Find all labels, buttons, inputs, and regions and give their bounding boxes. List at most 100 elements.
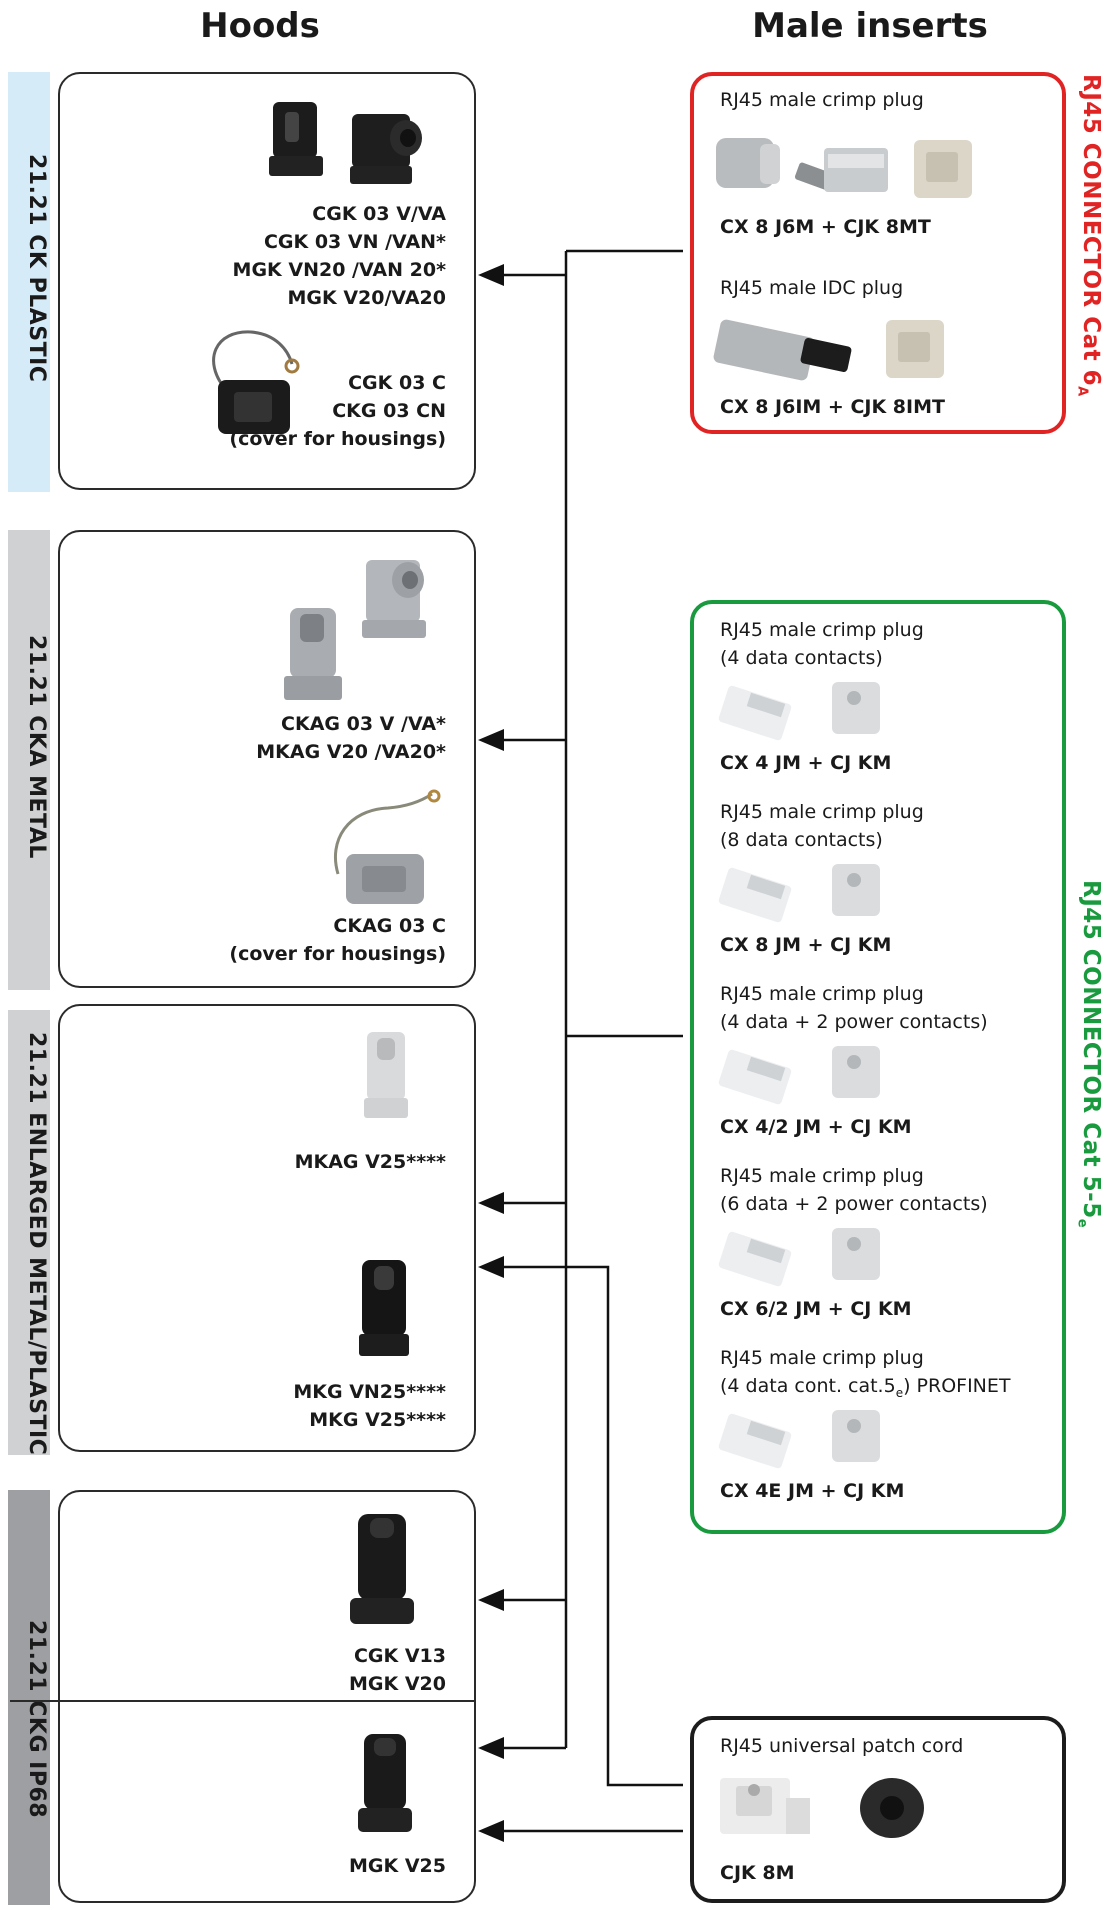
hood-box-enlarged: MKAG V25**** MKG VN25**** MKG V25**** [58, 1004, 476, 1452]
insert-box-cat6a: RJ45 male crimp plug CX 8 J6M + CJK 8MT … [690, 72, 1066, 434]
cat6a-title-sub: A [1074, 386, 1090, 397]
insert-desc: RJ45 male crimp plug (4 data + 2 power c… [720, 980, 988, 1036]
patch-cord-icon [720, 1778, 924, 1838]
hood-tall-light-icon [364, 1032, 408, 1118]
arrowhead [478, 729, 504, 751]
hood-ckg-bottom-codes: MGK V25 [349, 1852, 446, 1880]
hood-cover-metal-icon [333, 789, 441, 904]
hood-angled-metal-icon [362, 560, 426, 638]
insert-desc-part: (4 data cont. cat.5 [720, 1375, 896, 1397]
insert-code: CX 6/2 JM + CJ KM [720, 1298, 912, 1320]
hoods-column-title: Hoods [200, 6, 320, 46]
crimp-plug-white-icon [718, 682, 880, 741]
arrowhead [478, 1737, 504, 1759]
hood-code: CGK 03 C [348, 372, 446, 394]
hood-cka-codes: CKAG 03 V /VA* MKAG V20 /VA20* [256, 710, 446, 766]
crimp-plug-white-icon [718, 1046, 880, 1105]
hood-cover-black-icon [212, 330, 300, 434]
band-ck-plastic: 21.21 CK PLASTIC [8, 72, 50, 492]
insert-desc-line1: RJ45 male crimp plug [720, 983, 924, 1005]
hood-enlarged-top-code: MKAG V25**** [295, 1148, 446, 1176]
hood-box-cka-metal: CKAG 03 V /VA* MKAG V20 /VA20* CKAG 03 C… [58, 530, 476, 988]
insert-desc: RJ45 male crimp plug (8 data contacts) [720, 798, 924, 854]
insert-code: CX 8 J6M + CJK 8MT [720, 216, 931, 238]
hood-ip68-top-icon [350, 1514, 414, 1624]
hood-code: (cover for housings) [229, 943, 446, 965]
insert-desc-line1: RJ45 male crimp plug [720, 619, 924, 641]
hood-code: CKAG 03 V /VA* [281, 713, 446, 735]
arrowhead [478, 264, 504, 286]
hood-enlarged-bottom-codes: MKG VN25**** MKG V25**** [293, 1378, 446, 1434]
hood-tall-black-icon [359, 1260, 409, 1356]
cat5-vertical-title: RJ45 CONNECTOR Cat 5-5e [1074, 880, 1104, 1228]
hood-code: CGK 03 V/VA [312, 203, 446, 225]
insert-desc-line2: (4 data contacts) [720, 647, 883, 669]
hood-cka-cover-codes: CKAG 03 C (cover for housings) [229, 912, 446, 968]
cat6a-vertical-title: RJ45 CONNECTOR Cat 6A [1074, 74, 1104, 397]
insert-desc-line1: RJ45 male crimp plug [720, 801, 924, 823]
crimp-plug-white-icon [718, 1410, 880, 1469]
band-ckg-ip68: 21.21 CKG IP68 [8, 1490, 50, 1905]
insert-desc: RJ45 male crimp plug (4 data contacts) [720, 616, 924, 672]
crimp-plug-grey-icon [716, 138, 972, 198]
arrowhead [478, 1192, 504, 1214]
male-inserts-column-title: Male inserts [752, 6, 988, 46]
insert-desc: RJ45 universal patch cord [720, 1735, 964, 1757]
crimp-plug-white-icon [718, 864, 880, 923]
hood-straight-metal-icon [284, 608, 342, 700]
patch-route-1 [500, 1265, 683, 1787]
insert-desc-line2: (8 data contacts) [720, 829, 883, 851]
hood-code: MKG V25**** [309, 1409, 446, 1431]
insert-box-patch-cord: RJ45 universal patch cord CJK 8M [690, 1716, 1066, 1903]
insert-box-cat5: RJ45 male crimp plug (4 data contacts) C… [690, 600, 1066, 1534]
cat5-title-text: RJ45 CONNECTOR Cat 5-5 [1078, 880, 1104, 1219]
insert-code: CX 4E JM + CJ KM [720, 1480, 905, 1502]
hood-box-ckg-ip68: CGK V13 MGK V20 MGK V25 [10, 1490, 476, 1903]
insert-desc-line2: (6 data + 2 power contacts) [720, 1193, 988, 1215]
insert-code: CX 4/2 JM + CJ KM [720, 1116, 912, 1138]
insert-desc-part: ) PROFINET [903, 1375, 1011, 1397]
insert-desc: RJ45 male crimp plug (4 data cont. cat.5… [720, 1344, 1011, 1407]
hood-box-ck-plastic: CGK 03 V/VA CGK 03 VN /VAN* MGK VN20 /VA… [58, 72, 476, 490]
cat5-title-sub: e [1074, 1218, 1090, 1229]
hood-code: MKAG V25**** [294, 1151, 446, 1173]
hood-ck-codes: CGK 03 V/VA CGK 03 VN /VAN* MGK VN20 /VA… [233, 200, 446, 312]
cat6a-title-text: RJ45 CONNECTOR Cat 6 [1078, 74, 1104, 387]
insert-desc: RJ45 male crimp plug (6 data + 2 power c… [720, 1162, 988, 1218]
hood-code: CKG 03 CN [332, 400, 446, 422]
insert-desc: RJ45 male crimp plug [720, 89, 924, 111]
hood-code: MGK VN20 /VAN 20* [232, 259, 446, 281]
hood-code: MKG VN25**** [293, 1381, 446, 1403]
insert-desc-line1: RJ45 male crimp plug [720, 1165, 924, 1187]
hood-ip68-bottom-icon [358, 1734, 412, 1832]
ckg-divider [10, 1700, 476, 1702]
band-enlarged: 21.21 ENLARGED METAL/PLASTIC [8, 1010, 50, 1455]
crimp-plug-white-icon [718, 1228, 880, 1287]
insert-code: CJK 8M [720, 1862, 795, 1884]
hood-code: MKAG V20 /VA20* [256, 741, 446, 763]
hood-code: MGK V20/VA20 [287, 287, 447, 309]
insert-code: CX 4 JM + CJ KM [720, 752, 892, 774]
idc-plug-icon [713, 319, 944, 381]
insert-code: CX 8 JM + CJ KM [720, 934, 892, 956]
hood-code: CGK 03 VN /VAN* [263, 231, 446, 253]
insert-desc-line2: (4 data + 2 power contacts) [720, 1011, 988, 1033]
insert-desc-line1: RJ45 male crimp plug [720, 1347, 924, 1369]
hood-code: CKAG 03 C [333, 915, 446, 937]
hood-code: CGK V13 [353, 1645, 446, 1667]
insert-desc-line2: (4 data cont. cat.5e) PROFINET [720, 1372, 1011, 1407]
arrowhead [478, 1820, 504, 1842]
hood-straight-black-icon [269, 102, 323, 176]
arrowhead [478, 1589, 504, 1611]
insert-desc: RJ45 male IDC plug [720, 277, 904, 299]
hood-code: (cover for housings) [229, 428, 446, 450]
band-cka-metal: 21.21 CKA METAL [8, 530, 50, 990]
hood-ck-cover-codes: CGK 03 C CKG 03 CN (cover for housings) [229, 369, 446, 453]
arrowhead [478, 1256, 504, 1278]
hood-code: MGK V25 [349, 1855, 446, 1877]
insert-desc-sub: e [895, 1385, 904, 1400]
insert-code: CX 8 J6IM + CJK 8IMT [720, 396, 945, 418]
hood-code: MGK V20 [349, 1673, 446, 1695]
hood-angled-black-icon [350, 114, 422, 184]
